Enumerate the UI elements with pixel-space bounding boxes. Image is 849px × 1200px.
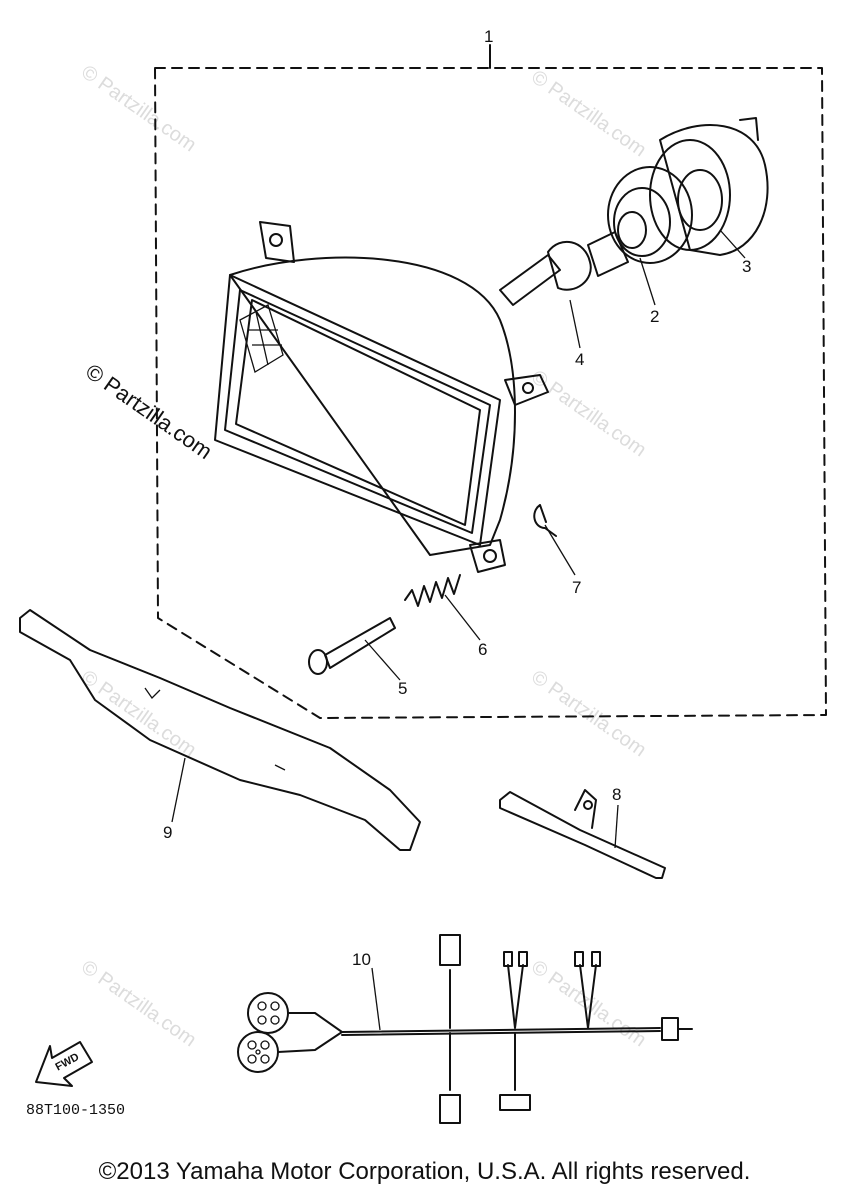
drawing-code: 88T100-1350 [26, 1102, 126, 1119]
watermark: © Partzilla.com [77, 666, 200, 761]
watermark: © Partzilla.com [77, 956, 200, 1051]
headlight-stay-short [499, 789, 666, 879]
callout-2: 2 [650, 307, 659, 326]
callout-8: 8 [612, 785, 621, 804]
forward-direction-arrow: FWD [35, 1041, 93, 1087]
adjusting-screw [308, 617, 396, 675]
headlight-unit [214, 221, 549, 573]
watermark-prominent: © Partzilla.com [81, 359, 217, 465]
dust-cover [649, 117, 769, 256]
watermark: © Partzilla.com [527, 366, 650, 461]
callout-3: 3 [742, 257, 751, 276]
callout-5: 5 [398, 679, 407, 698]
callout-10: 10 [352, 950, 371, 969]
headlight-wire-harness [237, 934, 693, 1124]
adjusting-spring [404, 574, 461, 607]
callout-1: 1 [484, 27, 493, 46]
headlight-bulb [499, 231, 629, 306]
callout-7: 7 [572, 578, 581, 597]
bulb-socket [607, 166, 693, 264]
callout-9: 9 [163, 823, 172, 842]
watermark: © Partzilla.com [527, 666, 650, 761]
leader-lines [171, 229, 746, 1031]
copyright-notice: ©2013 Yamaha Motor Corporation, U.S.A. A… [98, 1158, 751, 1185]
callout-numbers: 1 2 3 4 5 6 7 8 9 10 [163, 27, 751, 969]
watermark: © Partzilla.com [77, 61, 200, 156]
callout-4: 4 [575, 350, 584, 369]
headlight-stay-long [19, 609, 421, 851]
clip [533, 504, 557, 537]
watermark: © Partzilla.com [527, 66, 650, 161]
watermark: © Partzilla.com [527, 956, 650, 1051]
callout-6: 6 [478, 640, 487, 659]
assembly-boundary-dashed [154, 67, 827, 719]
